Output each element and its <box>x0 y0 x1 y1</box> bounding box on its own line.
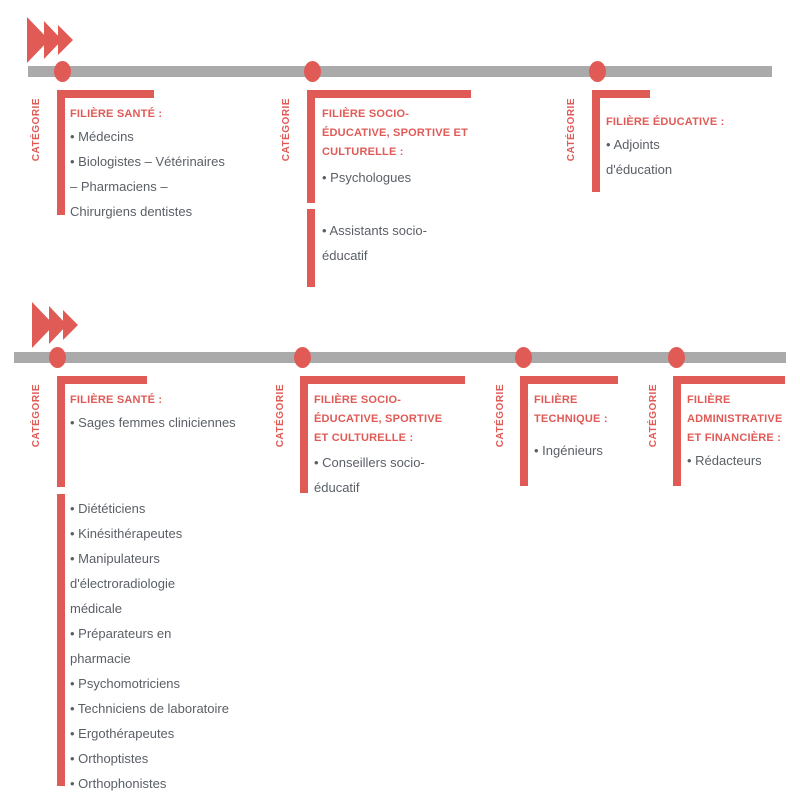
list-item: • Préparateurs en <box>70 626 172 641</box>
list-item: d'éducation <box>606 162 673 177</box>
timeline-dot-upper-3[interactable] <box>589 61 606 82</box>
arrow-segment-1 <box>27 17 49 63</box>
arrow-segment-1 <box>32 302 54 348</box>
bracket-stem-u3 <box>592 90 600 192</box>
triangle-arrow-right-icon <box>27 17 75 63</box>
category-label-u1: CATÉGORIE <box>31 98 42 162</box>
triangle-arrow-right-icon-2 <box>32 302 80 348</box>
timeline-dot-lower-3[interactable] <box>515 347 532 368</box>
category-label-l2: CATÉGORIE <box>275 384 286 448</box>
list-item: – Pharmaciens – <box>70 179 168 194</box>
item-list-l1-secondary: • Diététiciens • Kinésithérapeutes • Man… <box>70 496 300 800</box>
timeline-dot-upper-1[interactable] <box>54 61 71 82</box>
item-list-l3: • Ingénieurs <box>534 438 674 463</box>
list-item: • Ingénieurs <box>534 443 603 458</box>
list-item: • Psychomotriciens <box>70 676 181 691</box>
list-item: • Assistants socio- <box>322 223 427 238</box>
category-label-l3: CATÉGORIE <box>495 384 506 448</box>
category-label-u3: CATÉGORIE <box>566 98 577 162</box>
list-item: • Diététiciens <box>70 501 146 516</box>
list-item: • Manipulateurs <box>70 551 160 566</box>
list-item: éducatif <box>322 248 368 263</box>
bracket-top-u1 <box>57 90 154 98</box>
bracket-stem-l1 <box>57 376 65 487</box>
item-list-l2: • Conseillers socio- éducatif <box>314 450 494 500</box>
bracket-top-l3 <box>520 376 618 384</box>
list-item: • Kinésithérapeutes <box>70 526 183 541</box>
group-title-l2: FILIÈRE SOCIO- ÉDUCATIVE, SPORTIVE ET CU… <box>314 394 443 444</box>
list-item: • Rédacteurs <box>687 453 762 468</box>
list-item: éducatif <box>314 480 360 495</box>
group-title-u1: FILIÈRE SANTÉ : <box>70 108 163 120</box>
bracket-stem-u1 <box>57 90 65 215</box>
list-item: • Ergothérapeutes <box>70 726 175 741</box>
list-item: médicale <box>70 601 123 616</box>
timeline-bar-lower <box>14 352 786 363</box>
arrow-segment-3 <box>58 25 73 55</box>
group-title-l4: FILIÈRE ADMINISTRATIVE ET FINANCIÈRE : <box>687 394 783 444</box>
list-item: • Conseillers socio- <box>314 455 425 470</box>
group-title-l1: FILIÈRE SANTÉ : <box>70 394 163 406</box>
bracket-stem-l4 <box>673 376 681 486</box>
timeline-dot-lower-1[interactable] <box>49 347 66 368</box>
bracket-stem-l2 <box>300 376 308 493</box>
arrow-segment-3 <box>63 310 78 340</box>
group-title-l3: FILIÈRE TECHNIQUE : <box>534 394 608 425</box>
bracket-top-l2 <box>300 376 465 384</box>
list-item: • Sages femmes cliniciennes <box>70 415 236 430</box>
list-item: • Adjoints <box>606 137 660 152</box>
item-list-u3: • Adjoints d'éducation <box>606 132 786 182</box>
bracket-stem-l3 <box>520 376 528 486</box>
list-item: • Techniciens de laboratoire <box>70 701 229 716</box>
list-item: d'électroradiologie <box>70 576 176 591</box>
group-title-u2: FILIÈRE SOCIO- ÉDUCATIVE, SPORTIVE ET CU… <box>322 108 468 158</box>
list-item: • Orthophonistes <box>70 776 167 791</box>
list-item: pharmacie <box>70 651 131 666</box>
timeline-bar-upper <box>28 66 772 77</box>
timeline-dot-upper-2[interactable] <box>304 61 321 82</box>
item-list-l1: • Sages femmes cliniciennes <box>70 410 300 435</box>
bracket-stem-u2b <box>307 209 315 287</box>
category-label-u2: CATÉGORIE <box>281 98 292 162</box>
bracket-top-u3 <box>592 90 650 98</box>
item-list-u2-secondary: • Assistants socio- éducatif <box>322 218 512 268</box>
list-item: • Médecins <box>70 129 134 144</box>
timeline-dot-lower-4[interactable] <box>668 347 685 368</box>
list-item: • Pédicures/Podologues <box>70 796 300 800</box>
list-item: • Biologistes – Vétérinaires <box>70 154 225 169</box>
list-item: • Orthoptistes <box>70 751 149 766</box>
item-list-u1: • Médecins • Biologistes – Vétérinaires … <box>70 124 280 224</box>
bracket-top-l1 <box>57 376 147 384</box>
category-label-l1: CATÉGORIE <box>31 384 42 448</box>
arrow-segment-2 <box>44 21 62 59</box>
category-label-l4: CATÉGORIE <box>648 384 659 448</box>
bracket-stem-l1b <box>57 494 65 786</box>
bracket-stem-u2 <box>307 90 315 203</box>
group-title-u3: FILIÈRE ÉDUCATIVE : <box>606 116 725 128</box>
list-item: Chirurgiens dentistes <box>70 204 193 219</box>
bracket-top-l4 <box>673 376 785 384</box>
arrow-segment-2 <box>49 306 67 344</box>
timeline-dot-lower-2[interactable] <box>294 347 311 368</box>
list-item: • Psychologues <box>322 170 412 185</box>
item-list-l4: • Rédacteurs <box>687 448 800 473</box>
bracket-top-u2 <box>307 90 471 98</box>
item-list-u2: • Psychologues <box>322 165 512 190</box>
